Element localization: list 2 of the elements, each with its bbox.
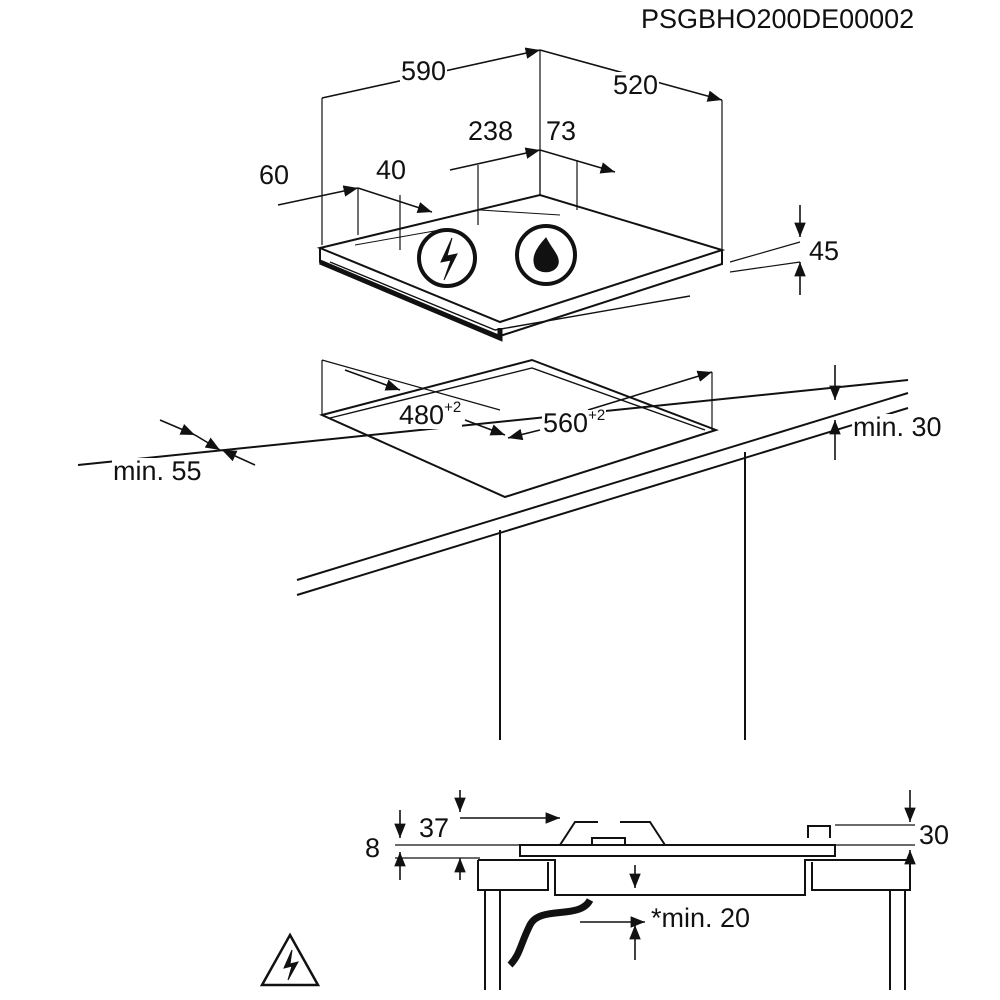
dimension-label: 480$^{+2}$ <box>398 402 462 429</box>
dimension-label: 590 <box>400 58 448 85</box>
